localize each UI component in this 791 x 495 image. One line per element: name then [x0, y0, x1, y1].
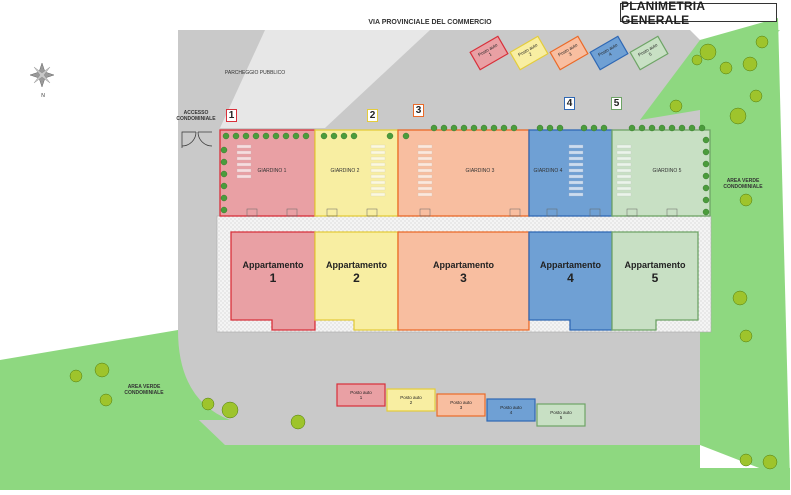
- garden-2-area: [314, 129, 399, 217]
- access-gate: [181, 131, 213, 148]
- bottom-stall-4: [486, 398, 536, 422]
- garden-label-1: GIARDINO 1: [257, 168, 287, 174]
- unit-number-3: 3: [413, 104, 424, 117]
- road-label: VIA PROVINCIALE DEL COMMERCIO: [368, 19, 492, 26]
- bottom-stall-3: [436, 393, 486, 417]
- hedge-row: [220, 124, 710, 216]
- apartment-label-2: Appartamento 2: [315, 260, 398, 285]
- public-parking-label: PARCHEGGIO PUBBLICO: [224, 70, 286, 76]
- garden-stairs: [236, 144, 632, 197]
- garden-label-3: GIARDINO 3: [465, 168, 495, 174]
- bottom-stall-3-text: Posto auto: [450, 400, 472, 405]
- apartment-4-name: Appartamento: [539, 260, 601, 270]
- unit-number-1: 1: [226, 109, 237, 122]
- garden-label-5: GIARDINO 5: [652, 168, 682, 174]
- apartment-2-number: 2: [353, 271, 360, 285]
- lawn-right: [700, 18, 790, 480]
- apartment-label-5: Appartamento 5: [612, 260, 698, 285]
- apartment-5-name: Appartamento: [624, 260, 686, 270]
- top-stall-5-num: 5: [647, 51, 653, 57]
- apartment-label-4: Appartamento 4: [529, 260, 612, 285]
- lawn-bottom-left: [0, 330, 790, 490]
- top-stall-3-num: 3: [567, 51, 573, 57]
- top-stall-4-num: 4: [607, 51, 613, 57]
- driveway-top: [220, 30, 430, 128]
- plan-title: PLANIMETRIA GENERALE: [620, 0, 777, 27]
- garden-label-4: GIARDINO 4: [533, 168, 563, 174]
- garden-5-area: [611, 129, 711, 217]
- garden-1-area: [219, 129, 316, 217]
- top-stall-5: [629, 35, 669, 71]
- bottom-stall-5: [536, 403, 586, 427]
- bottom-stall-5-text: Posto auto: [550, 410, 572, 415]
- apartment-1-name: Appartamento: [242, 260, 304, 270]
- garden-4-area: [528, 129, 613, 217]
- pavement-wedge-left: [396, 216, 432, 233]
- garden-3-area: [397, 129, 530, 217]
- compass-icon: [29, 62, 55, 88]
- apartment-5-number: 5: [651, 271, 659, 285]
- green-area-label-right: AREA VERDE CONDOMINIALE: [723, 178, 763, 190]
- garden-bins: [246, 208, 678, 217]
- unit-number-4: 4: [564, 97, 575, 110]
- trees: [69, 35, 778, 470]
- curb-bottom-left: [178, 330, 230, 420]
- apartment-5-area: [611, 231, 699, 331]
- apartment-3-number: 3: [460, 271, 467, 285]
- bottom-parking-stalls: [336, 383, 586, 427]
- bottom-stall-2-num: 2: [409, 400, 413, 405]
- top-stall-1-num: 1: [487, 51, 493, 57]
- pavement-wedge-right: [493, 216, 529, 233]
- green-area-label-left: AREA VERDE CONDOMINIALE: [124, 384, 164, 396]
- bottom-stall-4-text: Posto auto: [500, 405, 522, 410]
- bottom-stall-3-num: 3: [459, 405, 463, 410]
- apartment-label-1: Appartamento 1: [231, 260, 315, 285]
- top-stall-2-num: 2: [527, 51, 533, 57]
- lawn-top-right: [640, 30, 780, 120]
- unit-number-5: 5: [611, 97, 622, 110]
- top-stall-2: [509, 35, 549, 71]
- top-stall-1: [469, 35, 509, 71]
- apartment-2-name: Appartamento: [325, 260, 387, 270]
- top-parking-stalls: [469, 35, 669, 71]
- compass-north-label: N: [41, 93, 45, 99]
- bottom-stall-4-num: 4: [509, 410, 513, 415]
- unit-number-2: 2: [367, 109, 378, 122]
- bottom-stall-2: [386, 388, 436, 412]
- access-label: ACCESSO CONDOMINIALE: [176, 110, 216, 122]
- apartment-label-3: Appartamento 3: [398, 260, 529, 285]
- bottom-stall-1-num: 1: [359, 395, 363, 400]
- bottom-stall-1-text: Posto auto: [350, 390, 372, 395]
- bottom-stall-1: [336, 383, 386, 407]
- apartment-4-number: 4: [567, 271, 574, 285]
- bottom-stall-5-num: 5: [559, 415, 563, 420]
- bottom-stall-2-text: Posto auto: [400, 395, 422, 400]
- apartment-3-name: Appartamento: [432, 260, 494, 270]
- apartment-1-number: 1: [269, 271, 277, 285]
- top-stall-4: [589, 35, 629, 71]
- garden-label-2: GIARDINO 2: [330, 168, 360, 174]
- top-stall-3: [549, 35, 589, 71]
- apartment-3-area: [397, 231, 530, 331]
